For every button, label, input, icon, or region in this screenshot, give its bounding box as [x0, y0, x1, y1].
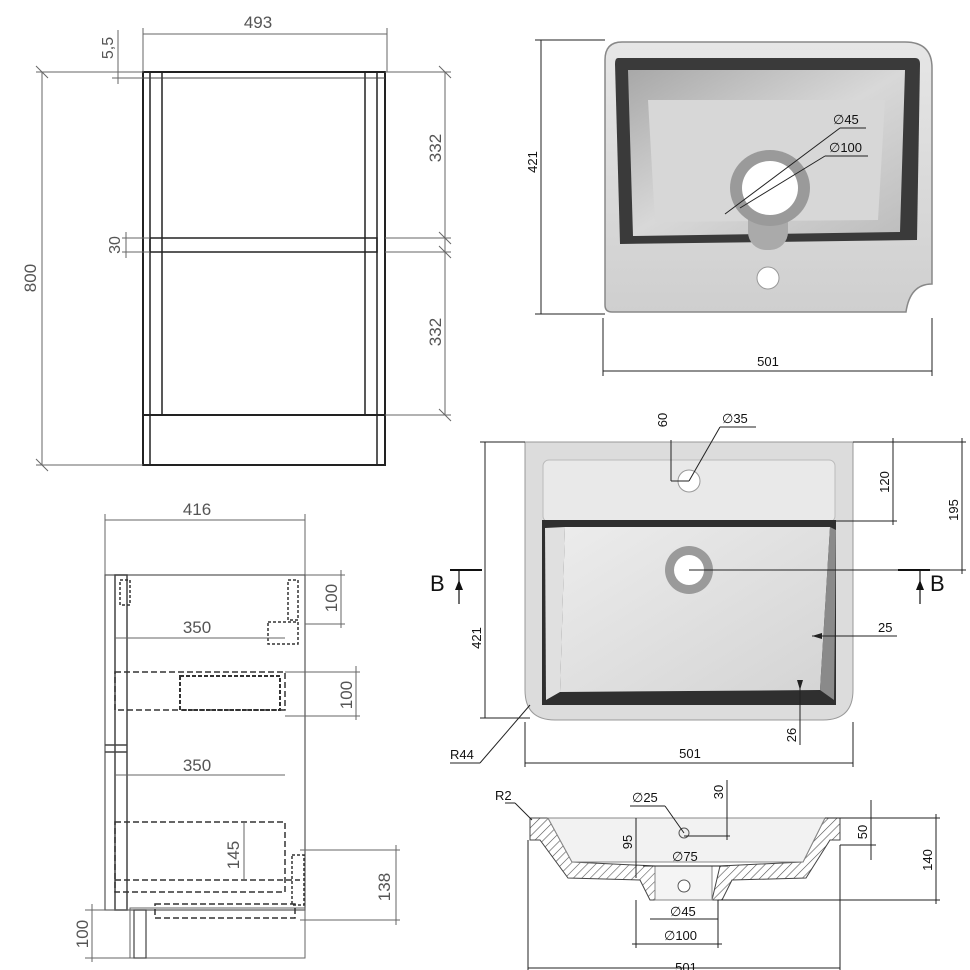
section-total-height-label: 140 — [920, 849, 935, 871]
side-drawer-top-height-label: 100 — [322, 584, 341, 612]
basin-top-width-label: 501 — [757, 354, 779, 369]
plan-section-left-label: B — [430, 571, 445, 596]
basin-plan-view: 60 ∅35 120 195 B B 421 25 2 — [430, 411, 966, 767]
plan-tap-offset-label: 60 — [655, 413, 670, 427]
side-drawer-lower-height-label: 145 — [224, 841, 243, 869]
side-plinth-height-label: 100 — [73, 920, 92, 948]
section-overflow-hole-label: ∅25 — [632, 790, 658, 805]
basin-top-hole-large-label: ∅100 — [829, 140, 862, 155]
section-overflow-height-label: 30 — [711, 785, 726, 799]
side-depth-label: 416 — [183, 500, 211, 519]
side-drawer-lower-width-label: 350 — [183, 756, 211, 775]
plan-corner-radius-label: R44 — [450, 747, 474, 762]
front-top-offset-label: 5,5 — [100, 37, 117, 59]
section-bowl-depth-label: 95 — [620, 835, 635, 849]
plan-tap-hole-label: ∅35 — [722, 411, 748, 426]
basin-top-depth-label: 421 — [525, 151, 540, 173]
front-shelf-label: 30 — [107, 236, 124, 254]
section-drain-top-label: ∅75 — [672, 849, 698, 864]
section-width-label: 501 — [675, 960, 697, 970]
plan-section-right-label: B — [930, 571, 945, 596]
front-upper-height-label: 332 — [426, 134, 445, 162]
plan-width-label: 501 — [679, 746, 701, 761]
section-edge-radius-label: R2 — [495, 788, 512, 803]
section-drain-inner-label: ∅45 — [670, 904, 696, 919]
front-height-label: 800 — [21, 264, 40, 292]
cabinet-side-view: 416 350 350 100 100 — [73, 500, 400, 962]
basin-top-view: ∅45 ∅100 421 501 — [525, 39, 933, 376]
cabinet-front-view: 493 5,5 800 30 332 332 — [21, 13, 452, 472]
plan-rim-side-label: 25 — [878, 620, 892, 635]
section-drain-outer-label: ∅100 — [664, 928, 697, 943]
section-rim-height-label: 50 — [855, 825, 870, 839]
plan-bowl-start-label: 195 — [946, 499, 961, 521]
plan-rim-front-label: 26 — [784, 728, 799, 742]
front-lower-height-label: 332 — [426, 318, 445, 346]
side-drawer-upper-width-label: 350 — [183, 618, 211, 637]
side-drawer-bottom-height-label: 138 — [375, 873, 394, 901]
plan-deck-depth-label: 120 — [877, 471, 892, 493]
plan-depth-label: 421 — [469, 627, 484, 649]
front-width-label: 493 — [244, 13, 272, 32]
basin-section-view: R2 ∅25 30 95 ∅75 ∅45 ∅100 50 140 — [495, 780, 940, 970]
basin-top-hole-small-label: ∅45 — [833, 112, 859, 127]
side-drawer-upper-height-label: 100 — [337, 681, 356, 709]
